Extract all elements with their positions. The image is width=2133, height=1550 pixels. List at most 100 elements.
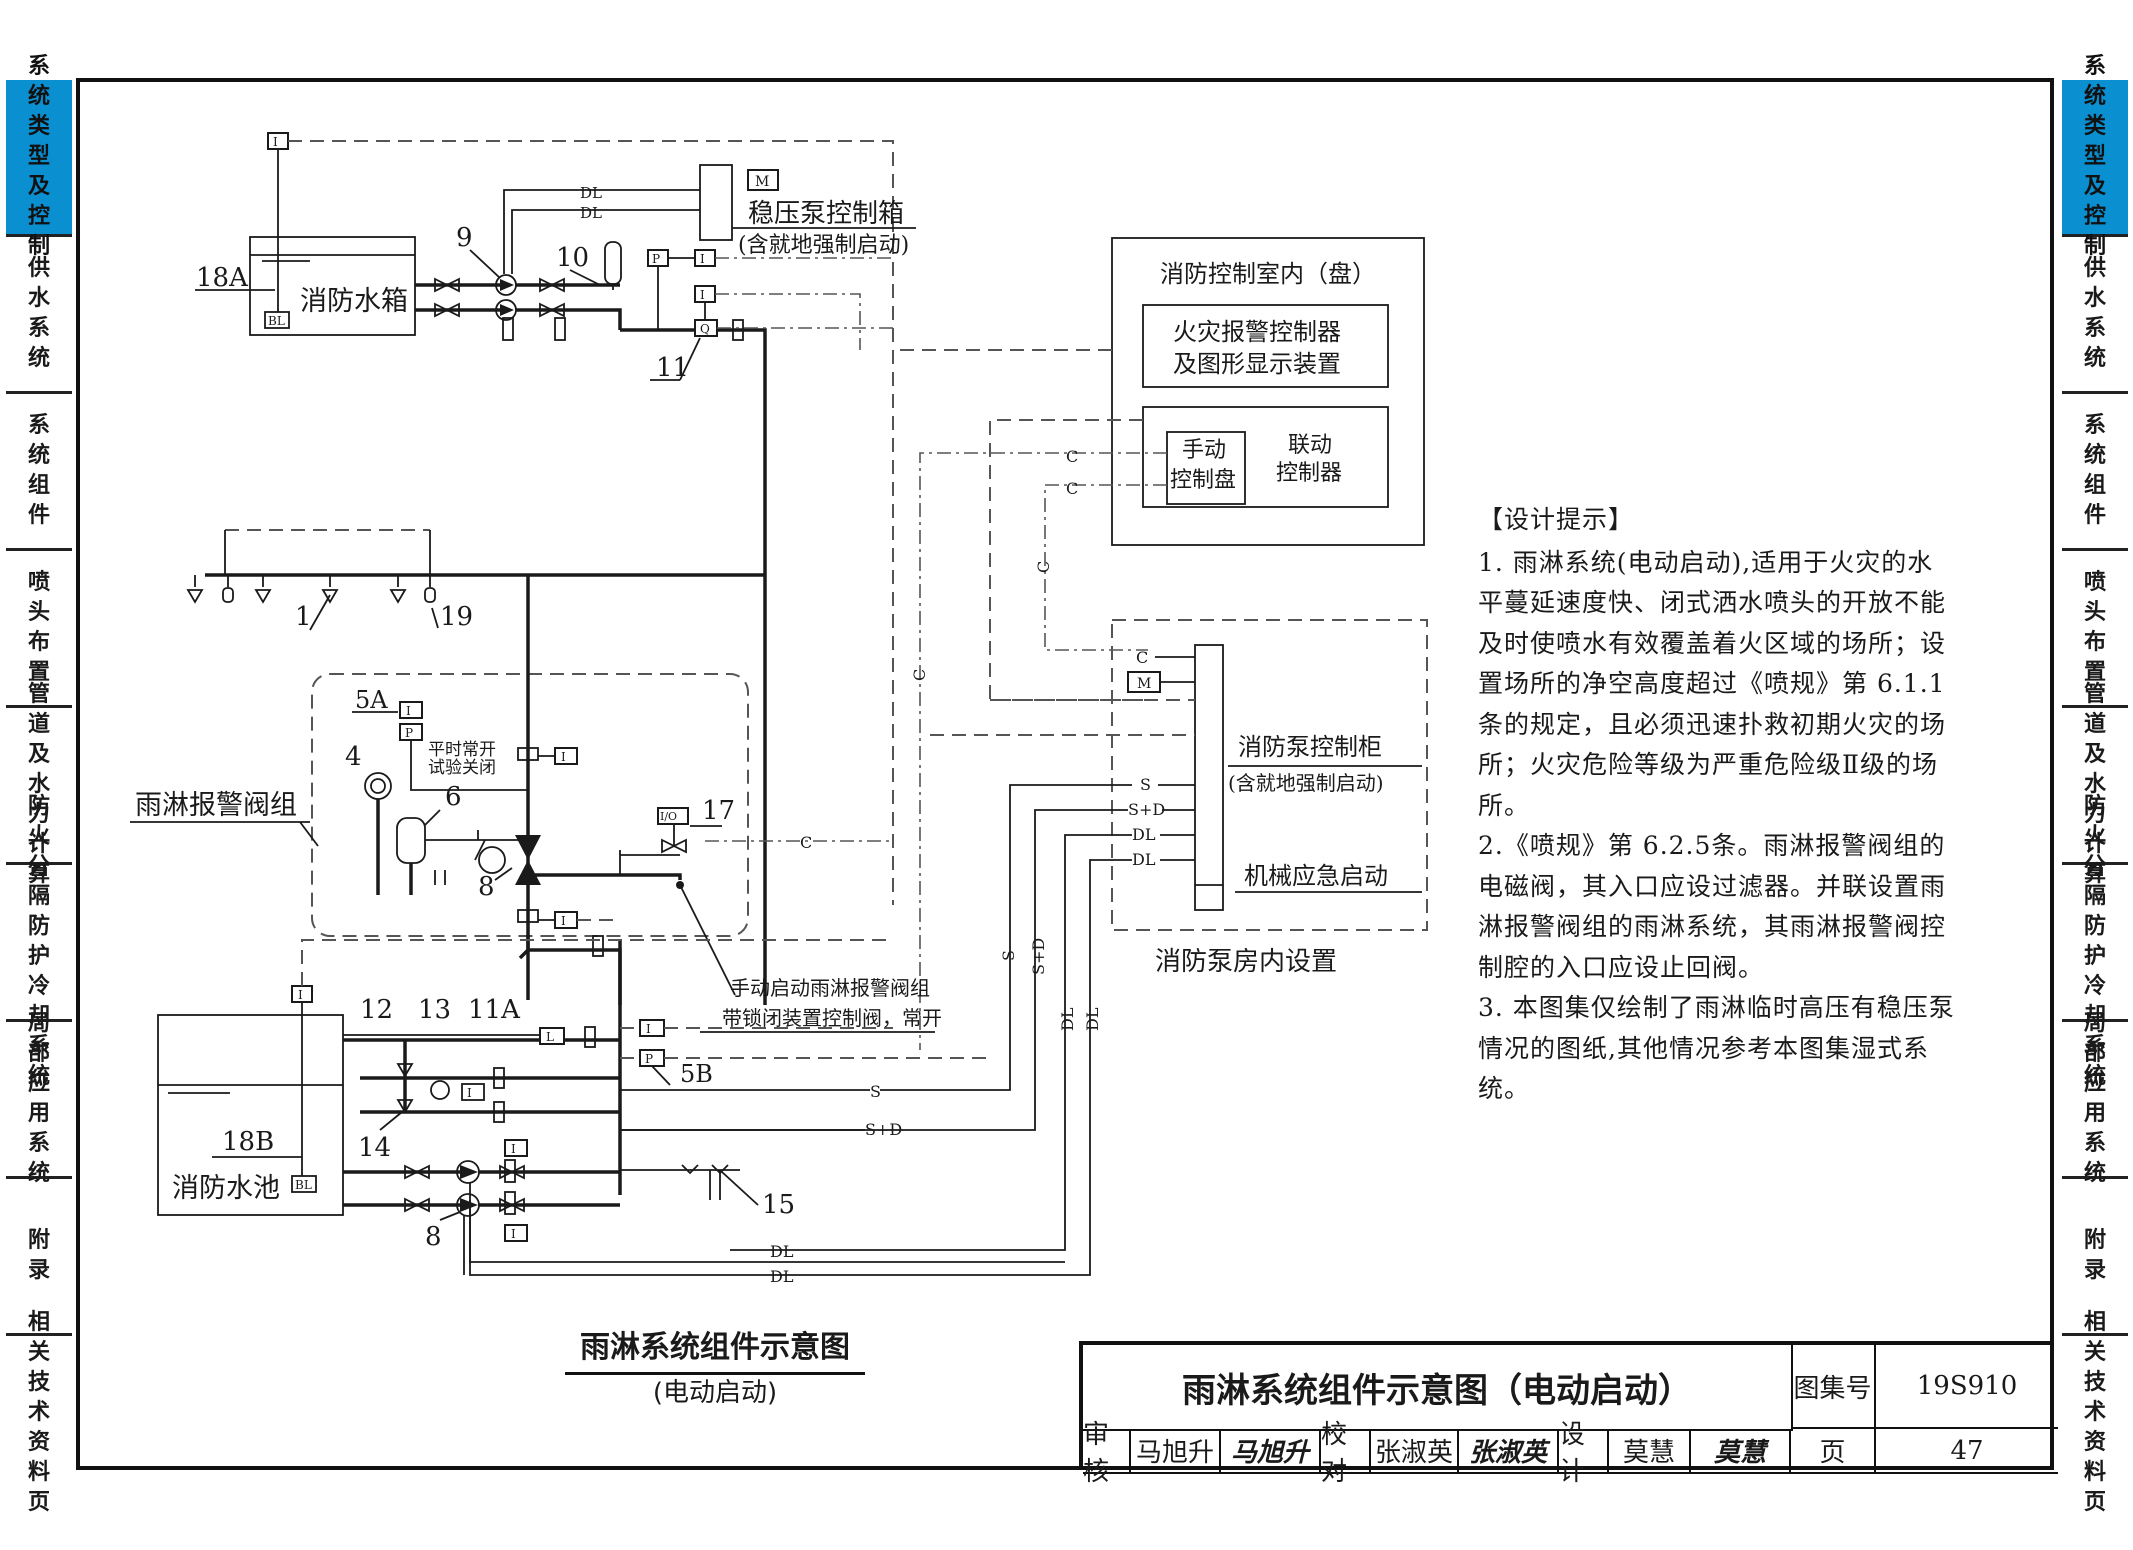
svg-text:DL: DL	[1058, 1007, 1077, 1031]
svg-text:S: S	[1140, 775, 1151, 794]
title-block-main-title: 雨淋系统组件示意图（电动启动）	[1083, 1345, 1793, 1431]
sidebar-tab-0[interactable]: 系统类型及控制	[6, 54, 72, 259]
sidebar-tab-5[interactable]: 防火分隔防护冷却系统	[6, 794, 72, 1089]
svg-text:18B: 18B	[222, 1127, 274, 1157]
svg-text:5B: 5B	[680, 1060, 713, 1088]
sidebar-tab-4[interactable]: 管道及水力计算	[6, 682, 72, 887]
svg-text:平时常开: 平时常开	[428, 740, 496, 760]
svg-text:8: 8	[478, 872, 495, 902]
left-sidebar: 系统类型及控制 供水系统 系统组件 喷头布置 管道及水力计算 防火分隔防护冷却系…	[6, 54, 72, 1515]
atlas-label: 图集号	[1791, 1345, 1876, 1429]
svg-text:消防水箱: 消防水箱	[300, 286, 408, 317]
design-signature: 莫慧	[1691, 1429, 1791, 1474]
svg-text:手动启动雨淋报警阀组: 手动启动雨淋报警阀组	[730, 976, 930, 1000]
sidebar-tab-5[interactable]: 防火分隔防护冷却系统	[2062, 794, 2128, 1089]
level-indicator-tank	[267, 132, 289, 150]
svg-text:试验关闭: 试验关闭	[428, 758, 496, 778]
retarding-chamber	[396, 817, 426, 864]
title-block: 雨淋系统组件示意图（电动启动） 图集号 19S910 审核 马旭升 马旭升 校对…	[1079, 1341, 2058, 1487]
svg-text:C: C	[1066, 479, 1078, 498]
svg-text:I: I	[561, 750, 566, 764]
check-signature: 张淑英	[1459, 1429, 1559, 1474]
svg-text:DL: DL	[770, 1267, 794, 1286]
sidebar-tab-8[interactable]: 相关技术资料页	[2083, 1310, 2106, 1515]
svg-text:12: 12	[360, 995, 393, 1025]
check-label: 校对	[1321, 1420, 1371, 1487]
drawing-frame	[76, 78, 2054, 1470]
svg-text:I: I	[511, 1227, 516, 1241]
design-notes: 【设计提示】 1. 雨淋系统(电动启动),适用于火灾的水平蔓延速度快、闭式洒水喷…	[1478, 500, 1958, 1110]
svg-text:S: S	[999, 950, 1018, 961]
design-name: 莫慧	[1609, 1429, 1691, 1474]
svg-text:I: I	[511, 1142, 516, 1156]
svg-text:5A: 5A	[355, 686, 388, 714]
svg-text:Q: Q	[700, 322, 710, 336]
linkage-controller	[1142, 406, 1389, 508]
svg-text:I: I	[700, 288, 705, 302]
sidebar-tab-1[interactable]: 供水系统	[6, 237, 72, 394]
sidebar-tab-8[interactable]: 相关技术资料页	[27, 1310, 50, 1515]
svg-text:C: C	[1034, 561, 1053, 573]
svg-text:M: M	[1137, 676, 1151, 692]
sidebar-tab-6[interactable]: 局部应用系统	[2062, 1011, 2128, 1186]
sidebar-tab-2[interactable]: 系统组件	[2062, 394, 2128, 551]
svg-text:M: M	[755, 174, 769, 190]
svg-text:C: C	[1136, 648, 1148, 667]
svg-text:S+D: S+D	[1029, 938, 1048, 975]
sidebar-tab-4[interactable]: 管道及水力计算	[2062, 682, 2128, 887]
svg-text:消防水池: 消防水池	[172, 1173, 280, 1204]
svg-text:(含就地强制启动): (含就地强制启动)	[1228, 771, 1384, 795]
manual-control-panel	[1166, 431, 1246, 505]
sidebar-tab-7[interactable]: 附录	[2062, 1179, 2128, 1336]
sidebar-tab-3[interactable]: 喷头布置	[6, 551, 72, 708]
svg-text:18A: 18A	[196, 263, 249, 293]
review-name: 马旭升	[1131, 1429, 1221, 1474]
svg-text:DL: DL	[1132, 850, 1156, 869]
deluge-valve	[515, 835, 541, 885]
page-number: 47	[1876, 1429, 2058, 1474]
page-label: 页	[1791, 1429, 1876, 1474]
svg-text:10: 10	[556, 243, 589, 273]
svg-text:I: I	[646, 1022, 651, 1036]
design-note-2: 2.《喷规》第 6.2.5条。雨淋报警阀组的电磁阀，其入口应设过滤器。并联设置雨…	[1478, 831, 1947, 982]
review-label: 审核	[1083, 1420, 1131, 1487]
jockey-valves	[434, 277, 460, 318]
pressure-gauge	[364, 772, 392, 800]
svg-text:11A: 11A	[468, 995, 521, 1025]
right-sidebar: 系统类型及控制 供水系统 系统组件 喷头布置 管道及水力计算 防火分隔防护冷却系…	[2062, 54, 2128, 1515]
svg-text:17: 17	[702, 796, 735, 826]
svg-text:I/O: I/O	[660, 810, 677, 823]
svg-text:6: 6	[445, 782, 462, 812]
figure-caption: 雨淋系统组件示意图	[565, 1322, 865, 1375]
fire-water-pool: 消防水池 BL 18B	[157, 1014, 344, 1216]
svg-text:11: 11	[656, 353, 689, 383]
svg-text:19: 19	[440, 602, 473, 632]
figure-caption-subtitle: (电动启动)	[652, 1378, 778, 1408]
svg-text:S: S	[870, 1082, 881, 1101]
svg-text:BL: BL	[268, 314, 285, 328]
sidebar-tab-2[interactable]: 系统组件	[6, 394, 72, 551]
svg-text:C: C	[1066, 447, 1078, 466]
svg-text:稳压泵控制箱: 稳压泵控制箱	[748, 199, 904, 229]
svg-text:C: C	[800, 833, 812, 852]
svg-text:P: P	[652, 252, 660, 266]
sidebar-tab-6[interactable]: 局部应用系统	[6, 1011, 72, 1186]
sidebar-tab-1[interactable]: 供水系统	[2062, 237, 2128, 394]
design-note-1: 1. 雨淋系统(电动启动),适用于火灾的水平蔓延速度快、闭式洒水喷头的开放不能及…	[1478, 547, 1947, 820]
fire-pump-room	[1111, 619, 1428, 931]
svg-text:DL: DL	[1132, 825, 1156, 844]
fire-water-tank: 消防水箱 BL 18A	[195, 236, 416, 336]
svg-text:DL: DL	[770, 1242, 794, 1261]
deluge-alarm-valve-group	[311, 673, 749, 937]
sidebar-tab-3[interactable]: 喷头布置	[2062, 551, 2128, 708]
jockey-pump-control-box	[699, 164, 733, 241]
design-note-3: 3. 本图集仅绘制了雨淋临时高压有稳压泵情况的图纸,其他情况参考本图集湿式系统。	[1478, 993, 1955, 1103]
svg-text:机械应急启动: 机械应急启动	[1244, 862, 1388, 890]
sidebar-tab-0[interactable]: 系统类型及控制	[2062, 54, 2128, 259]
riser-main	[620, 328, 767, 1005]
sidebar-tab-7[interactable]: 附录	[6, 1179, 72, 1336]
svg-text:DL: DL	[580, 204, 602, 222]
svg-text:P: P	[405, 726, 413, 740]
sprinkler-heads	[186, 530, 436, 604]
svg-text:(含就地强制启动): (含就地强制启动)	[738, 233, 909, 258]
